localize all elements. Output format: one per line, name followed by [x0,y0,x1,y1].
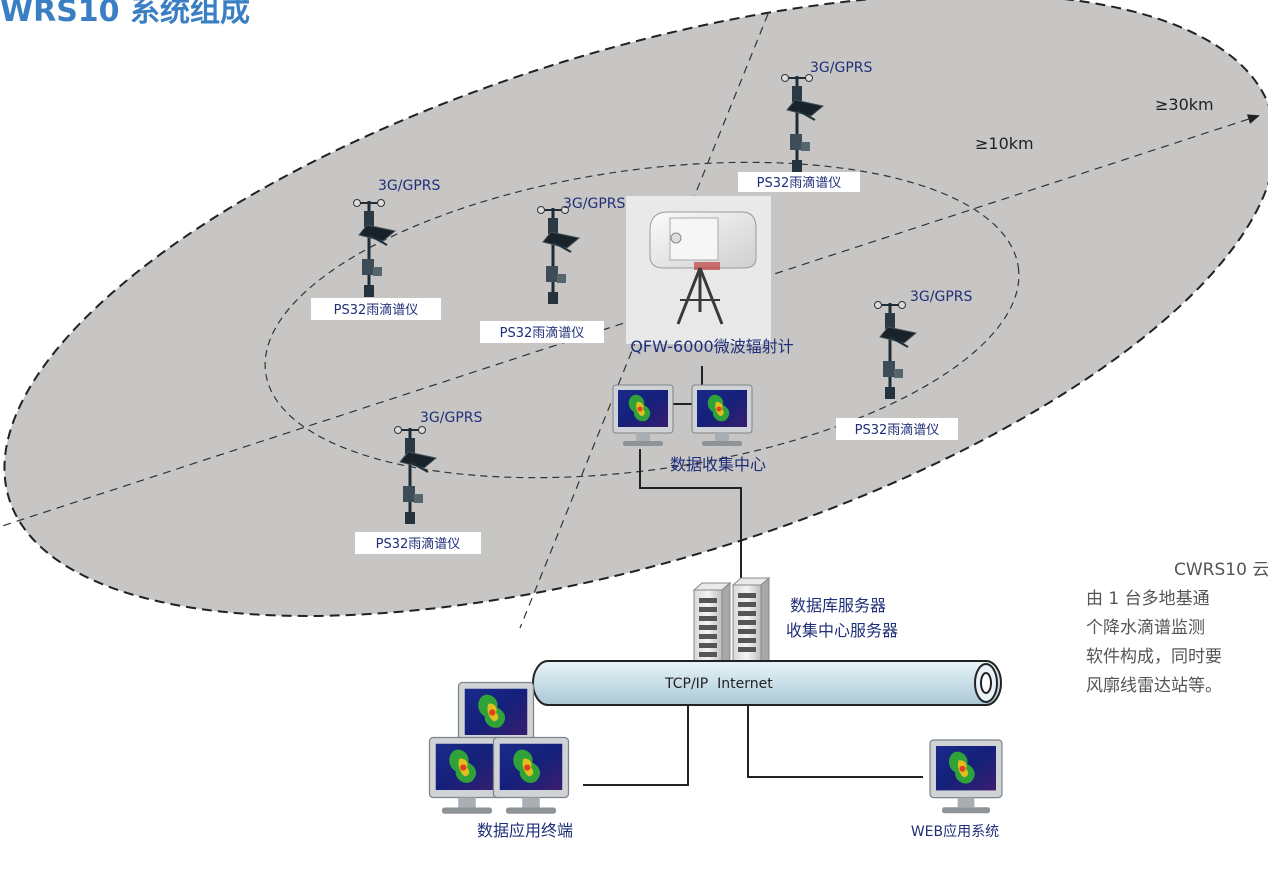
link-label: 3G/GPRS [910,289,972,305]
station-top: 3G/GPRS PS32雨滴谱仪 [738,60,872,192]
station-label: PS32雨滴谱仪 [334,302,419,318]
radius-inner-label: ≥10km [975,134,1034,153]
network-label: TCP/IP Internet [664,676,773,692]
radius-arrow [0,114,1260,528]
description-line: 个降水滴谱监测 [1086,618,1205,638]
coverage-area-outer [3,0,1268,617]
page-title: WRS10 系统组成 [0,0,250,29]
web-label: WEB应用系统 [911,823,999,840]
radius-outer-label: ≥30km [1155,95,1214,114]
web-link [747,706,923,778]
station-label: PS32雨滴谱仪 [500,325,585,341]
link-label: 3G/GPRS [563,196,625,212]
link-label: 3G/GPRS [810,60,872,76]
station-label: PS32雨滴谱仪 [757,175,842,191]
terminal-link [583,706,689,786]
server-label: 数据库服务器 [790,596,886,615]
terminals-label: 数据应用终端 [477,821,573,840]
radiometer-label: QFW-6000微波辐射计 [630,337,793,356]
network-pipe [532,660,1002,706]
station-center: 3G/GPRS PS32雨滴谱仪 [480,196,625,343]
monitor-icon [492,736,570,815]
description-line: 风廓线雷达站等。 [1086,676,1222,696]
server-label: 收集中心服务器 [786,621,898,640]
link-label: 3G/GPRS [420,410,482,426]
station-label: PS32雨滴谱仪 [855,422,940,438]
description-text: CWRS10 云 由 1 台多地基通 个降水滴谱监测 软件构成，同时要 风廓线雷… [1086,556,1268,716]
coverage-area-inner [264,161,1020,479]
description-line: 由 1 台多地基通 [1086,589,1210,609]
station-label: PS32雨滴谱仪 [376,536,461,552]
station-right: 3G/GPRS PS32雨滴谱仪 [836,289,972,440]
description-line: 软件构成，同时要 [1086,647,1222,667]
data-center-label: 数据收集中心 [670,455,766,474]
station-left: 3G/GPRS PS32雨滴谱仪 [311,178,441,320]
radiometer [626,196,771,344]
cross-axis [519,13,769,629]
center-to-server-line [639,449,742,582]
station-bottom: 3G/GPRS PS32雨滴谱仪 [355,410,482,554]
link-label: 3G/GPRS [378,178,440,194]
web-monitor-icon [929,739,1003,814]
description-line: CWRS10 云 [1174,560,1268,580]
